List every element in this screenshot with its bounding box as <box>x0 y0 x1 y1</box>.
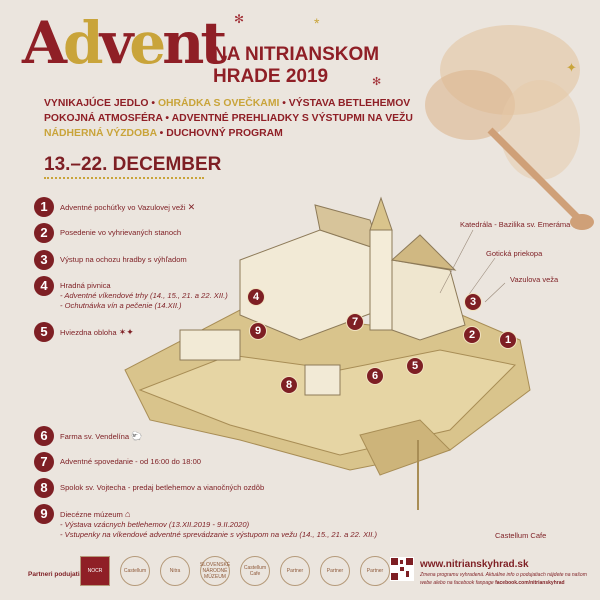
tagline-segment: ADVENTNÉ PREHLIADKY S VÝSTUPMI NA VEŽU <box>171 113 413 124</box>
legend-subitem: - Ochutnávka vín a pečenie (14.XII.) <box>60 301 182 310</box>
legend-title: Adventné pochúťky vo Vazulovej veži <box>60 203 186 212</box>
facebook-link[interactable]: facebook.com/nitrianskyhrad <box>495 579 565 586</box>
qr-code[interactable] <box>390 557 414 581</box>
legend-number: 4 <box>34 276 54 296</box>
legend-item: 3 Výstup na ochozu hradby s výhľadom <box>34 250 187 270</box>
legend-number: 5 <box>34 322 54 342</box>
legend-item: 8 Spolok sv. Vojtecha - predaj betlehemov… <box>34 478 265 498</box>
legend-number: 7 <box>34 452 54 472</box>
legend-subitem: - Adventné víkendové trhy (14., 15., 21.… <box>60 291 228 300</box>
legend-title: Diecézne múzeum <box>60 510 123 519</box>
legend-item: 9 Diecézne múzeum ⌂- Výstava vzácnych bet… <box>34 504 378 540</box>
footer-note: Zmena programu vyhradená. Aktuálne info … <box>420 572 587 587</box>
nativity-icon: ⌂ <box>125 509 131 519</box>
tagline-segment: VÝSTAVA BETLEHEMOV <box>288 98 411 109</box>
tagline-segment: • <box>162 113 172 124</box>
note-line: Zmena programu vyhradená. Aktuálne info … <box>420 572 587 578</box>
legend-title: Výstup na ochozu hradby s výhľadom <box>60 255 187 264</box>
partner-logo: Partner <box>360 556 390 586</box>
note-line: webe alebo na facebook fanpage <box>420 579 496 586</box>
tagline-segment: NÁDHERNÁ VÝZDOBA <box>44 128 157 139</box>
cafe-label: Castellum Cafe <box>495 531 547 540</box>
legend-number: 9 <box>34 504 54 524</box>
tagline: VYNIKAJÚCE JEDLO • OHRÁDKA S OVEČKAMI • … <box>44 96 410 111</box>
map-marker-9[interactable]: 9 <box>249 322 267 340</box>
advent-logo: Advent <box>22 9 227 77</box>
legend-item: 5 Hviezdna obloha ✶✦ <box>34 322 134 342</box>
legend-title: Farma sv. Vendelína <box>60 432 130 441</box>
legend-number: 8 <box>34 478 54 498</box>
legend-title: Adventné spovedanie - od 16:00 do 18:00 <box>60 457 202 466</box>
tagline-segment: POKOJNÁ ATMOSFÉRA <box>44 113 163 124</box>
map-marker-5[interactable]: 5 <box>406 357 424 375</box>
legend-item: 6 Farma sv. Vendelína 🐑 <box>34 426 143 446</box>
tagline-segment: • <box>148 98 158 109</box>
map-marker-2[interactable]: 2 <box>463 326 481 344</box>
map-marker-1[interactable]: 1 <box>499 331 517 349</box>
moat-label: Gotická priekopa <box>486 249 543 258</box>
cathedral-label: Katedrála - Bazilika sv. Emeráma <box>460 220 571 229</box>
tagline-segment: DUCHOVNÝ PROGRAM <box>166 128 283 139</box>
partner-logo: Castellum Cafe <box>240 556 270 586</box>
partners-label: Partneri podujatia: <box>28 571 86 578</box>
tagline-segment: • <box>156 128 167 139</box>
tagline: POKOJNÁ ATMOSFÉRA • ADVENTNÉ PREHLIADKY … <box>44 111 413 126</box>
legend-number: 2 <box>34 223 54 243</box>
date-underline <box>44 177 204 179</box>
legend-title: Spolok sv. Vojtecha - predaj betlehemov … <box>60 483 265 492</box>
cutlery-icon: ✕ <box>187 202 196 212</box>
legend-subitem: - Vstupenky na víkendové adventné sprevá… <box>60 530 378 539</box>
legend-title: Hviezdna obloha <box>60 328 117 337</box>
title-line: HRADE 2019 <box>213 66 329 87</box>
partner-logos: NOCR Castellum Nitra SLOVENSKÉ NÁRODNÉ MÚZE… <box>80 556 390 586</box>
tagline-segment: • <box>279 98 289 109</box>
title-line: NA NITRIANSKOM <box>213 44 380 65</box>
star-icon: ✻ <box>372 76 382 88</box>
map-marker-4[interactable]: 4 <box>247 288 265 306</box>
sheep-icon: 🐑 <box>131 431 143 441</box>
tagline: NÁDHERNÁ VÝZDOBA • DUCHOVNÝ PROGRAM <box>44 126 283 141</box>
legend-number: 1 <box>34 197 54 217</box>
partner-logo: Partner <box>320 556 350 586</box>
event-date: 13.–22. DECEMBER <box>44 154 222 175</box>
legend-title: Hradná pivnica <box>60 281 111 290</box>
angel-illustration <box>425 25 594 230</box>
map-marker-8[interactable]: 8 <box>280 376 298 394</box>
star-icon: ✻ <box>234 12 245 26</box>
partner-logo: Nitra <box>160 556 190 586</box>
website-url[interactable]: www.nitrianskyhrad.sk <box>420 559 529 570</box>
partner-logo: Castellum <box>120 556 150 586</box>
map-marker-3[interactable]: 3 <box>464 293 482 311</box>
map-marker-7[interactable]: 7 <box>346 313 364 331</box>
tagline-segment: VYNIKAJÚCE JEDLO <box>44 98 149 109</box>
castle-map <box>124 196 531 510</box>
tagline-segment: OHRÁDKA S OVEČKAMI <box>157 98 280 109</box>
stars-icon: ✶✦ <box>118 327 134 337</box>
partner-logo: SLOVENSKÉ NÁRODNÉ MÚZEUM <box>200 556 230 586</box>
legend-item: 4 Hradná pivnica- Adventné víkendové trhy… <box>34 276 228 311</box>
tower-label: Vazulova veža <box>510 275 559 284</box>
star-icon: * <box>314 15 320 31</box>
legend-item: 1 Adventné pochúťky vo Vazulovej veži ✕ <box>34 197 196 217</box>
legend-number: 6 <box>34 426 54 446</box>
map-marker-6[interactable]: 6 <box>366 367 384 385</box>
partner-logo: Partner <box>280 556 310 586</box>
legend-title: Posedenie vo vyhrievaných stanoch <box>60 228 182 237</box>
legend-number: 3 <box>34 250 54 270</box>
partner-logo: NOCR <box>80 556 110 586</box>
legend-subitem: - Výstava vzácnych betlehemov (13.XII.20… <box>60 520 250 529</box>
legend-item: 2 Posedenie vo vyhrievaných stanoch <box>34 223 182 243</box>
legend-item: 7 Adventné spovedanie - od 16:00 do 18:00 <box>34 452 202 472</box>
star-icon: ✦ <box>566 60 577 75</box>
